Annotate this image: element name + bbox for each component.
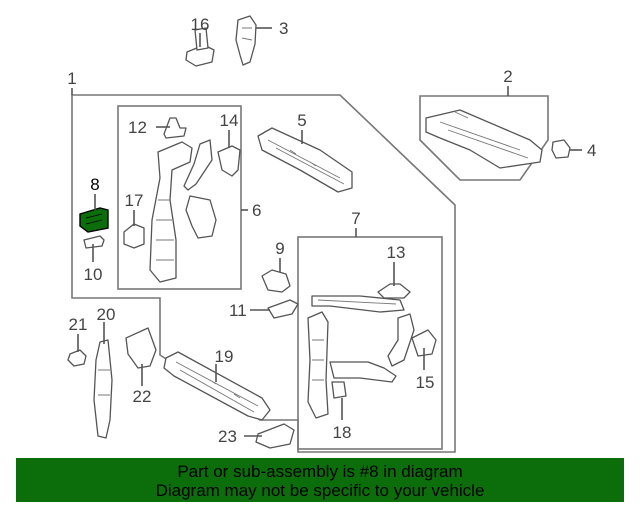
callout-11: 11 <box>229 301 247 320</box>
part-7-members <box>307 295 415 419</box>
banner-line-2: Diagram may not be specific to your vehi… <box>155 481 485 500</box>
callout-13: 13 <box>387 243 406 262</box>
part-2 <box>425 109 543 169</box>
callout-20: 20 <box>97 305 116 324</box>
callout-1: 1 <box>67 69 76 88</box>
callout-17: 17 <box>125 191 144 210</box>
parts-diagram: 1 2 3 4 5 6 7 8 9 10 11 12 13 14 15 16 1… <box>67 15 596 453</box>
callout-5: 5 <box>297 111 306 130</box>
part-5 <box>257 127 353 193</box>
callout-6: 6 <box>252 201 261 220</box>
part-20 <box>93 339 113 439</box>
part-14 <box>217 145 241 177</box>
part-3 <box>235 15 257 66</box>
callout-15: 15 <box>416 373 435 392</box>
part-15 <box>411 329 437 357</box>
callout-16: 16 <box>191 15 210 34</box>
part-19 <box>163 351 271 421</box>
assembly-2-box <box>419 95 549 181</box>
callout-14: 14 <box>220 111 239 130</box>
callout-8: 8 <box>90 175 99 194</box>
callout-9: 9 <box>275 239 284 258</box>
leader-lines <box>71 27 582 437</box>
part-21 <box>67 349 87 367</box>
callout-21: 21 <box>69 315 88 334</box>
callout-18: 18 <box>333 423 352 442</box>
part-8-highlighted <box>79 207 109 233</box>
part-9 <box>261 269 291 293</box>
assembly-6-box <box>117 105 242 290</box>
callout-22: 22 <box>133 387 152 406</box>
banner-line-1: Part or sub-assembly is #8 in diagram <box>177 462 463 481</box>
callout-4: 4 <box>587 141 596 160</box>
part-13 <box>377 283 411 299</box>
info-banner: Part or sub-assembly is #8 in diagram Di… <box>16 458 624 502</box>
callout-12: 12 <box>128 118 147 137</box>
part-22 <box>125 327 157 369</box>
assembly-7-box <box>297 236 443 450</box>
callout-19: 19 <box>215 347 234 366</box>
callout-10: 10 <box>84 265 103 284</box>
callout-3: 3 <box>279 19 288 38</box>
callout-2: 2 <box>503 67 512 86</box>
callout-7: 7 <box>351 209 360 228</box>
part-11 <box>267 299 299 319</box>
part-17 <box>123 223 145 249</box>
part-23 <box>255 423 295 449</box>
part-10 <box>83 235 105 249</box>
part-16 <box>185 27 215 67</box>
part-6-members <box>149 139 217 283</box>
part-12 <box>163 117 187 139</box>
callout-23: 23 <box>218 427 237 446</box>
part-4 <box>551 139 571 159</box>
